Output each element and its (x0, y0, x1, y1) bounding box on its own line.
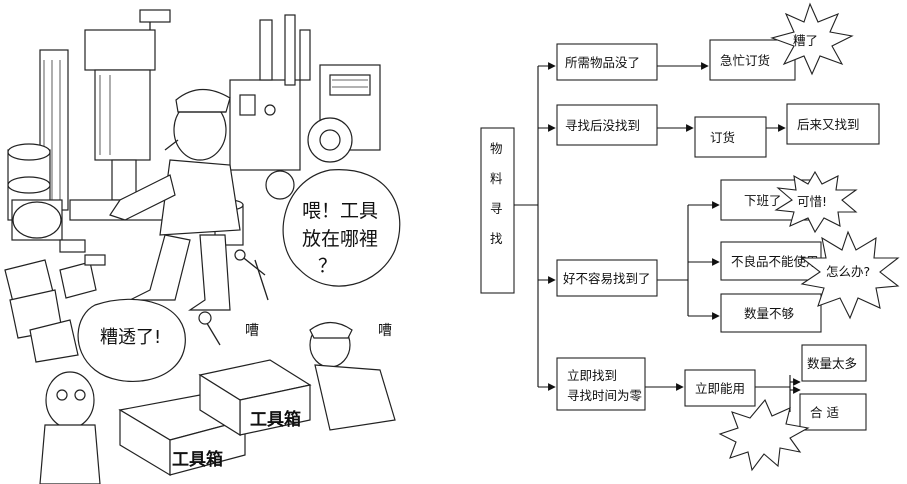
branch1-condition-box (556, 43, 658, 81)
root-char-1: 物 (490, 141, 503, 156)
speech-bubble-where-tools: 喂！工具 放在哪裡 ？ (282, 169, 401, 287)
branch1-action-box (709, 39, 796, 81)
branch4-reaction-burst (718, 398, 810, 472)
branch3-outcome-2-text: 不良品不能使用 (731, 254, 819, 269)
branch1-action-text: 急忙订货 (720, 53, 770, 68)
branch2-action-box (694, 116, 767, 158)
branch4-condition-line-1: 立即找到 (567, 368, 617, 383)
branch3-condition-text: 好不容易找到了 (563, 271, 651, 286)
branch3-outcome-1-text: 下班了 (744, 193, 782, 208)
root-char-4: 找 (490, 231, 503, 246)
branch2-result-text: 后来又找到 (797, 117, 860, 132)
scattered-tools (59, 239, 269, 346)
root-char-2: 料 (490, 171, 503, 186)
branch4-action-text: 立即能用 (695, 381, 745, 396)
cartoon-illustration: 喂！工具 放在哪裡 ？ 糟透了! 工具箱 工具箱 (4, 9, 401, 484)
standing-worker (109, 88, 241, 311)
branch2-action-text: 订货 (710, 130, 735, 145)
branch2-condition-text: 寻找后没找到 (565, 118, 640, 133)
bubble-where-line-2: 放在哪裡 (302, 228, 378, 250)
branch3-reaction-2-burst (800, 230, 900, 320)
branch1-reaction-burst (770, 2, 854, 76)
root-box (480, 127, 515, 294)
branch4-condition-box (556, 357, 646, 411)
branch4-action-box (684, 369, 756, 407)
branch3-reaction-1-burst (774, 170, 858, 234)
material-search-flowchart: 物 料 寻 找 所需物品没了 急忙订货 糟了 寻找后没找到 订货 (480, 2, 900, 472)
toolbox-label-2: 工具箱 (250, 409, 301, 430)
sound-effect-2: 嘈 (378, 323, 392, 339)
branch3-reaction-1-text: 可惜! (797, 194, 827, 209)
flow-connectors (514, 62, 801, 412)
branch3-condition-box (556, 259, 658, 297)
crouching-worker (269, 321, 396, 431)
root-char-3: 寻 (490, 201, 503, 216)
branch1-condition-text: 所需物品没了 (565, 55, 640, 70)
branch2-condition-box (556, 104, 658, 146)
bubble-where-line-3: ？ (318, 255, 337, 277)
branch4-condition-line-2: 寻找时间为零 (567, 388, 643, 403)
branch4-outcome-1-box (801, 344, 867, 382)
branch4-outcome-2-text: 合 适 (810, 405, 839, 420)
speech-bubble-terrible: 糟透了! (77, 298, 186, 382)
branch4-outcome-2-box (799, 393, 867, 431)
branch2-result-box (786, 103, 880, 145)
branch3-outcome-3-box (720, 293, 822, 333)
toolbox-2: 工具箱 (198, 359, 312, 437)
branch3-outcome-3-text: 数量不够 (744, 306, 795, 321)
branch3-outcome-2-box (720, 241, 822, 281)
bubble-terrible-text: 糟透了! (100, 327, 161, 348)
sound-effect-1: 嘈 (245, 323, 259, 339)
branch4-outcome-1-text: 数量太多 (807, 356, 857, 371)
branch1-reaction-text: 糟了 (793, 33, 818, 48)
branch3-reaction-2-text: 怎么办? (826, 264, 870, 279)
toolbox-label-1: 工具箱 (172, 449, 223, 470)
bubble-where-line-1: 喂！工具 (302, 200, 378, 222)
old-man-figure (39, 371, 101, 484)
